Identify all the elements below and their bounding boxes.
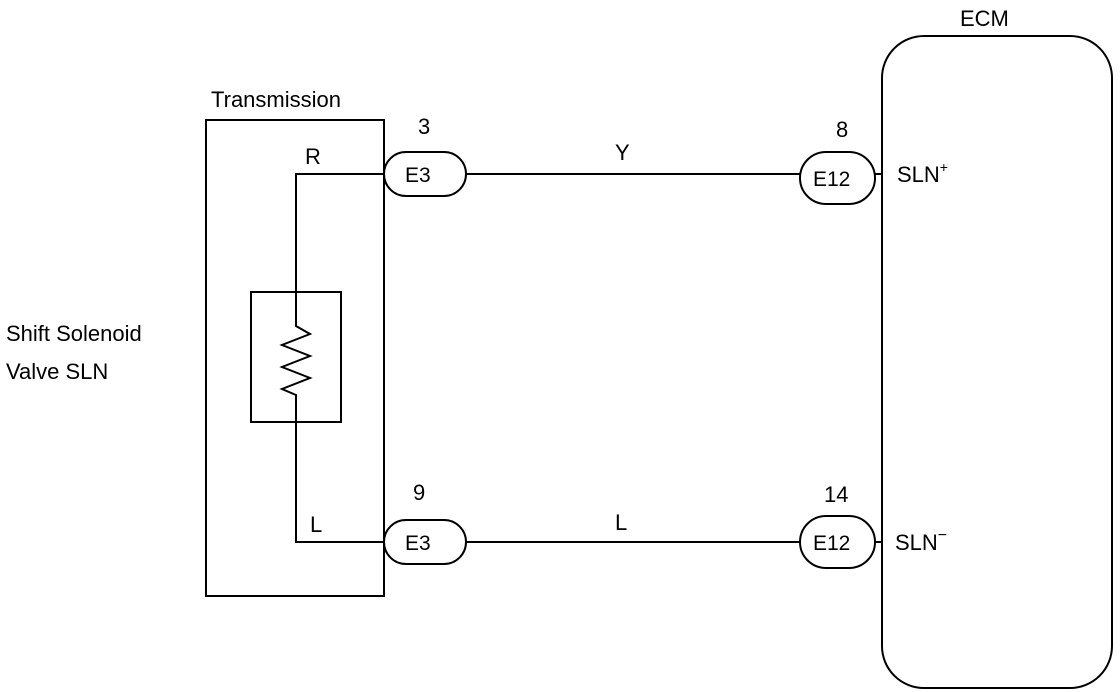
solenoid-coil-icon xyxy=(279,292,313,422)
pin-right-top: 8 xyxy=(836,117,848,142)
connector-left-top-label: E3 xyxy=(405,164,431,187)
connector-right-top-label: E12 xyxy=(813,168,850,191)
pin-right-bottom: 14 xyxy=(824,482,848,507)
connector-left-bottom xyxy=(383,519,467,565)
wire-color-bottom: L xyxy=(615,510,627,535)
internal-wire-bottom xyxy=(295,422,384,543)
solenoid-label-line2: Valve SLN xyxy=(6,359,108,384)
connector-left-bottom-label: E3 xyxy=(405,532,431,555)
ecm-terminal-bottom: SLN− xyxy=(895,527,947,555)
connector-left-top xyxy=(383,151,467,197)
transmission-label: Transmission xyxy=(211,87,341,112)
wire-color-top: Y xyxy=(615,140,630,165)
connector-right-bottom xyxy=(799,515,876,569)
pin-left-bottom: 9 xyxy=(413,480,425,505)
ecm-label: ECM xyxy=(960,6,1009,31)
pin-left-top: 3 xyxy=(418,114,430,139)
solenoid-label-line1: Shift Solenoid xyxy=(6,321,142,346)
internal-wire-color-top: R xyxy=(305,144,321,169)
internal-wire-top xyxy=(295,173,384,292)
ecm-block xyxy=(881,35,1113,689)
ecm-terminal-top: SLN+ xyxy=(897,159,948,187)
connector-right-bottom-label: E12 xyxy=(813,532,850,555)
internal-wire-color-bottom: L xyxy=(310,512,322,537)
connector-right-top xyxy=(799,151,876,205)
